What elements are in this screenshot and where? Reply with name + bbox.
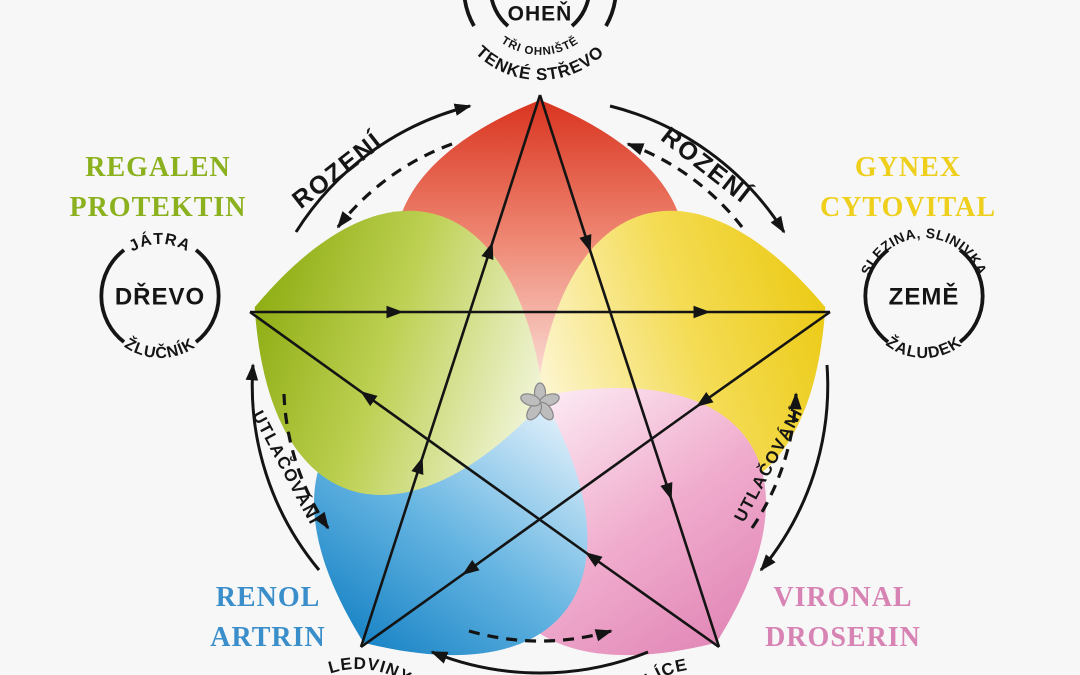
arrow-metal-to-wood [249,310,720,649]
product-name: REGALEN [85,152,231,183]
fire-ring-top-text: TŘI OHNIŠTĚ [499,34,581,58]
metal-products-label: VIRONAL DROSERIN [765,578,921,658]
generation-cycle-arcs [245,103,830,675]
wood-circle [194,248,221,344]
wood-element-name: DŘEVO [115,283,205,311]
center-flower-icon [520,382,560,421]
fire-element-name: OHEŇ [508,2,573,26]
fire-outer-arc [463,0,476,27]
earth-ring-top-text: SLEZINA, SLINIVKA [857,225,990,278]
arc-water-wood [245,363,321,571]
controlling-cycle-arrows [249,94,831,649]
product-name: VIRONAL [773,582,913,613]
arc-earth-metal [759,364,830,572]
fire-outer-arc [604,0,617,27]
product-name: GYNEX [854,152,962,183]
arc-metal-water [430,650,649,675]
fire-circle [570,0,590,28]
wood-ring-top-text: JÁTRA [126,230,193,256]
earth-products-label: GYNEX CYTOVITAL [820,148,996,228]
fire-circle [490,0,510,28]
product-name: PROTEKTIN [69,192,247,223]
earth-circle [958,248,985,344]
earth-element-name: ZEMĚ [889,283,960,311]
wood-ring-bottom-text: ŽLUČNÍK [122,334,199,363]
arc-wood-fire [294,103,472,233]
arc-fire-earth [609,104,786,234]
earth-circle [863,248,890,344]
wood-circle [99,248,126,344]
arrow-fire-to-metal [538,94,721,648]
product-name: ARTRIN [210,622,326,653]
product-name: DROSERIN [765,622,921,653]
product-name: RENOL [215,582,321,613]
water-ring-top-text: LEDVINY [324,649,417,675]
wood-products-label: REGALEN PROTEKTIN [69,148,246,228]
water-products-label: RENOL ARTRIN [210,578,325,658]
element-circles [99,0,985,344]
earth-ring-bottom-text: ŽALUDEK [883,332,965,362]
product-name: CYTOVITAL [819,192,997,223]
